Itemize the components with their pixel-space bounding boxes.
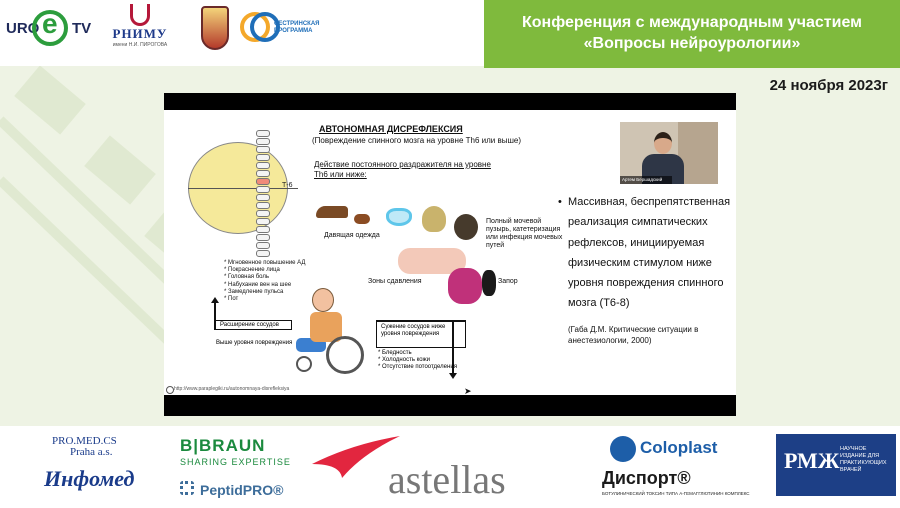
list-item: * Покраснение лица: [224, 267, 280, 274]
rmzh-logo[interactable]: РМЖ НАУЧНОЕ ИЗДАНИЕ ДЛЯ ПРАКТИКУЮЩИХ ВРА…: [776, 434, 896, 496]
bladder-icon: [422, 206, 446, 232]
intestine-icon: [448, 268, 482, 304]
th6-label: Т-6: [282, 182, 293, 189]
list-item: * Пот: [224, 296, 239, 303]
ssk-logo-text: СЕСТРИНСКАЯ ПРОГРАММА: [274, 21, 320, 34]
astellas-logo[interactable]: astellas: [388, 457, 506, 502]
rmzh-logo-text: РМЖ: [784, 448, 840, 473]
pressure-zones-label: Зоны сдавления: [368, 278, 422, 285]
urotv-logo-left: URO: [6, 20, 40, 37]
rnimu-logo-text: РНИМУ: [112, 26, 168, 41]
arrow-up-icon: [211, 297, 219, 330]
list-item: * Набухание вен на шее: [224, 281, 292, 288]
slide-title: АВТОНОМНАЯ ДИСРЕФЛЕКСИЯ: [319, 124, 463, 134]
bbraun-logo[interactable]: B|BRAUN: [180, 436, 266, 455]
spine-illustration: [256, 130, 276, 270]
astellas-swoosh-icon: [312, 436, 400, 478]
conference-title-panel: Конференция с международным участием «Во…: [484, 0, 900, 68]
bbraun-tagline: SHARING EXPERTISE: [180, 457, 291, 467]
arrow-down-icon: [449, 320, 457, 379]
ring-icon: [250, 12, 280, 42]
shoe-icon: [316, 206, 348, 218]
coloplast-logo[interactable]: Coloplast: [640, 438, 718, 457]
list-item: * Головная боль: [224, 274, 269, 281]
peptid-icon: [180, 481, 194, 495]
disport-tagline: БОТУЛИНИЧЕСКИЙ ТОКСИН ТИПА А-ГЕМАГГЛЮТИН…: [602, 491, 750, 496]
promed-logo-line1: PRO.MED.CS: [52, 435, 117, 447]
vasoconstriction-label: Сужение сосудов ниже уровня повреждения: [376, 320, 466, 348]
slide-reference: (Габа Д.М. Критические ситуации в анесте…: [568, 325, 699, 345]
above-level-label: Выше уровня повреждения: [216, 340, 293, 346]
coloplast-globe-icon: [610, 436, 636, 462]
header-logos: URO TV РНИМУ имени Н.И. ПИРОГОВА СЕСТРИН…: [0, 0, 484, 66]
peptidpro-logo[interactable]: PeptidPRO®: [200, 482, 284, 498]
conference-title-line1: Конференция с международным участием: [522, 14, 862, 31]
conference-title-line2: «Вопросы нейроурологии»: [583, 35, 801, 52]
speaker-head: [654, 132, 672, 154]
rnimu-mark-icon: [130, 4, 150, 26]
below-symptoms-list: * Бледность * Холодность кожи * Отсутств…: [378, 350, 457, 372]
mouse-cursor-icon: ➤: [464, 386, 472, 395]
slide-subtitle: (Повреждение спинного мозга на уровне Th…: [312, 136, 521, 145]
symptoms-list: * Мгновенное повышение АД * Покраснение …: [224, 260, 305, 303]
list-item: * Холодность кожи: [378, 357, 430, 364]
conference-date: 24 ноября 2023г: [769, 77, 888, 94]
shield-emblem-icon[interactable]: [201, 6, 229, 50]
urotv-logo[interactable]: URO TV: [6, 8, 92, 48]
slide-action-text: Действие постоянного раздражителя на уро…: [314, 160, 491, 179]
slide-url-link[interactable]: http://www.paraplegiki.ru/autonomnaya-di…: [164, 384, 524, 394]
list-item: * Отсутствие потоотделения: [378, 364, 457, 371]
disport-logo[interactable]: Диспорт®: [602, 468, 691, 488]
urotv-e-icon: [32, 8, 68, 46]
promed-logo-line2: Praha a.s.: [70, 446, 113, 458]
promed-logo[interactable]: PRO.MED.CS Praha a.s.: [52, 436, 117, 458]
intestine-icon: [482, 270, 496, 296]
tight-clothes-label: Давящая одежда: [324, 232, 380, 239]
webcam-background: [678, 122, 718, 184]
bullet-dot-icon: •: [558, 196, 562, 208]
bow-icon: [386, 208, 412, 226]
list-item: * Мгновенное повышение АД: [224, 260, 306, 266]
slide-bullet-text: • Массивная, беспрепятственная реализаци…: [558, 192, 732, 314]
constipation-label: Запор: [498, 278, 518, 285]
bladder-icon: [454, 214, 478, 240]
presentation-slide: Т-6 АВТОНОМНАЯ ДИСРЕФЛЕКСИЯ (Повреждение…: [164, 110, 736, 395]
person-head-illustration: [312, 288, 334, 312]
bullet-text: Массивная, беспрепятственная реализация …: [568, 196, 731, 310]
list-item: * Замедление пульса: [224, 288, 284, 295]
injury-level-line: [188, 188, 298, 189]
sponsors-bar: PRO.MED.CS Praha a.s. Инфомед B|BRAUN SH…: [0, 426, 900, 508]
rnimu-logo[interactable]: РНИМУ имени Н.И. ПИРОГОВА: [110, 4, 170, 58]
video-player[interactable]: Т-6 АВТОНОМНАЯ ДИСРЕФЛЕКСИЯ (Повреждение…: [164, 93, 736, 416]
wheelchair-wheel-icon: [296, 356, 312, 372]
speaker-name: Артем Бершадский: [620, 176, 672, 184]
bladder-label: Полный мочевой пузырь, катетеризация или…: [486, 218, 563, 249]
list-item: * Бледность: [378, 350, 412, 356]
speaker-webcam[interactable]: Артем Бершадский: [620, 122, 718, 184]
urotv-logo-right: TV: [72, 20, 92, 37]
ssk-logo[interactable]: СЕСТРИНСКАЯ ПРОГРАММА: [240, 8, 324, 48]
vasodilation-label: Расширение сосудов: [216, 320, 292, 330]
rnimu-logo-subtext: имени Н.И. ПИРОГОВА: [112, 42, 168, 48]
infomed-logo[interactable]: Инфомед: [44, 466, 135, 491]
rmzh-tagline: НАУЧНОЕ ИЗДАНИЕ ДЛЯ ПРАКТИКУЮЩИХ ВРАЧЕЙ: [840, 446, 887, 473]
wheelchair-icon: [326, 336, 364, 374]
shoe-icon: [354, 214, 370, 224]
